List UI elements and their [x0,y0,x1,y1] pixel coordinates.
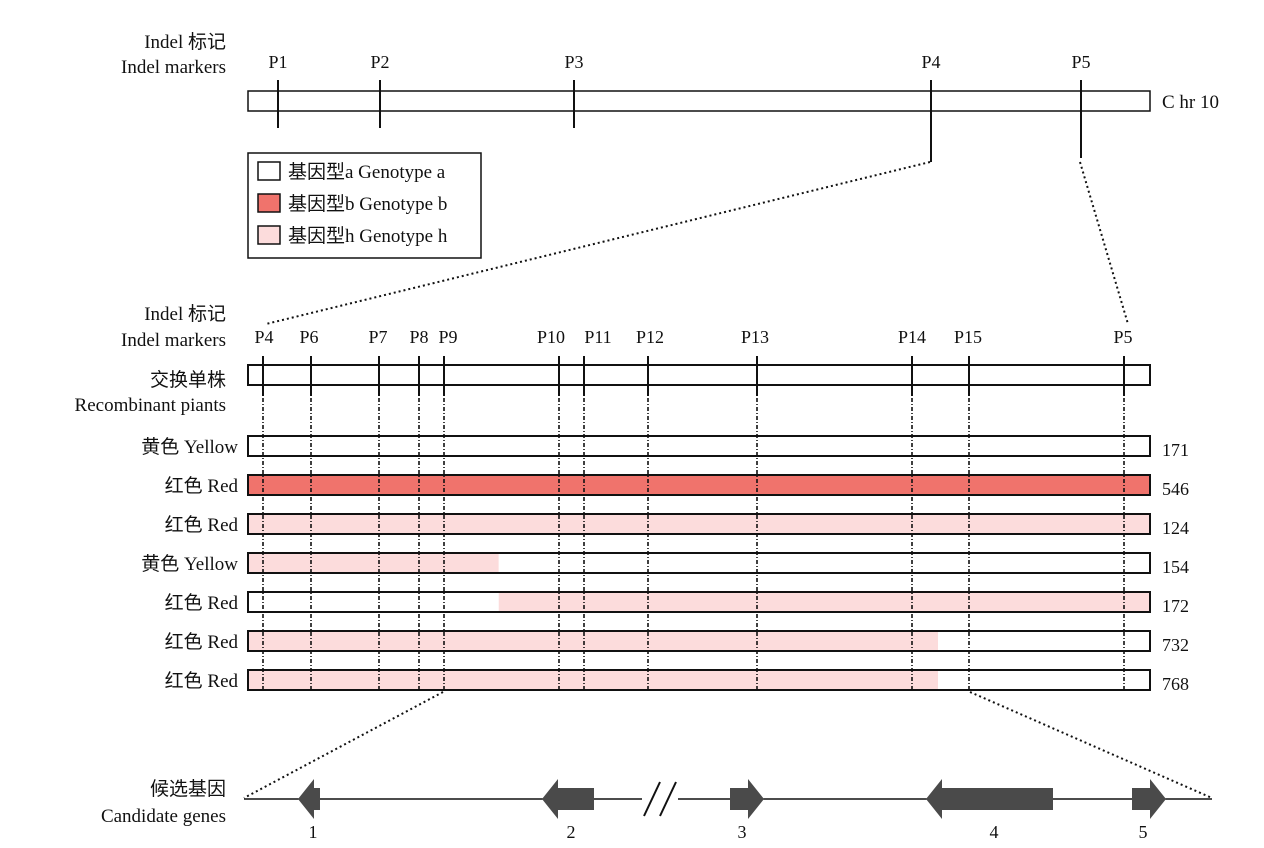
plant-id-label: 172 [1162,596,1189,616]
axis-break-mark-1 [643,781,661,817]
detail-marker-label-p15: P15 [954,327,982,347]
candidate-label-en: Candidate genes [101,806,226,827]
legend-label-a: 基因型a Genotype a [288,161,446,183]
top-marker-label-p2: P2 [370,52,389,72]
detail-marker-label-p10: P10 [537,327,565,347]
detail-marker-label-p9: P9 [438,327,457,347]
detail-indel-label-en: Indel markers [121,330,226,351]
top-marker-group: P1 P2 P3 P4 P5 [268,52,1091,162]
genotype-segment-a [498,553,1151,573]
candidate-gene-arrow-2 [542,779,594,819]
detail-marker-label-p12: P12 [636,327,664,347]
legend-swatch-b [257,193,281,213]
plant-bar-outline [247,669,1151,691]
candidate-gene-arrow-5 [1132,779,1166,819]
plant-row: 红色 Red 732 [165,630,1189,655]
zoom-line-left-bottom [243,691,444,799]
detail-marker-label-p8: P8 [409,327,428,347]
candidate-gene-number-2: 2 [567,822,576,842]
legend-swatch-h [257,225,281,245]
detail-marker-group: P4 P6 P7 P8 P9 P10 P11 P12 P13 P14 P15 P5 [254,327,1133,690]
plant-phenotype-label: 红色 Red [165,514,239,536]
zoom-line-right-top [1079,161,1129,325]
detail-indel-label-cn: Indel 标记 [144,303,226,325]
genotype-segment-h [248,670,939,690]
plant-id-label: 124 [1162,518,1189,538]
detail-marker-label-p14: P14 [898,327,926,347]
legend-swatch-a [257,161,281,181]
detail-region-bar [247,364,1151,386]
candidate-label-cn: 候选基因 [150,778,226,800]
legend-items: 基因型a Genotype a 基因型b Genotype b 基因型h Genot… [257,161,448,247]
genotype-segment-b [248,475,1150,495]
zoom-line-left-top [265,161,931,325]
top-marker-label-p5: P5 [1071,52,1090,72]
top-indel-label-cn: Indel 标记 [144,31,226,53]
detail-marker-label-p6: P6 [299,327,318,347]
plant-id-label: 154 [1162,557,1189,577]
top-indel-label-en: Indel markers [121,57,226,78]
plant-bar-outline [247,591,1151,613]
candidate-gene-number-4: 4 [990,822,999,842]
plant-id-label: 732 [1162,635,1189,655]
candidate-gene-arrow-1 [298,779,320,819]
legend-box [247,152,482,259]
plant-bar-outline [247,435,1151,457]
top-marker-label-p1: P1 [268,52,287,72]
top-marker-label-p4: P4 [921,52,940,72]
plant-id-label: 171 [1162,440,1189,460]
legend-label-b: 基因型b Genotype b [288,193,447,215]
plant-bar-outline [247,552,1151,574]
candidate-gene-arrow-3 [730,779,764,819]
plant-bar-outline [247,630,1151,652]
genotype-segment-h [498,592,1151,612]
plant-bar-outline [247,513,1151,535]
genotype-segment-a [248,592,499,612]
recombinant-label-cn: 交换单株 [150,369,226,391]
candidate-gene-number-1: 1 [309,822,318,842]
zoom-line-right-bottom [969,691,1213,799]
detail-marker-label-p13: P13 [741,327,769,347]
plant-phenotype-label: 红色 Red [165,631,239,653]
legend-label-h: 基因型h Genotype h [288,225,448,247]
candidate-gene-number-5: 5 [1139,822,1148,842]
plant-row: 黄色 Yellow 171 [141,435,1189,460]
genotype-segment-h [248,514,1150,534]
plant-row: 红色 Red 768 [165,669,1189,694]
plant-id-label: 546 [1162,479,1189,499]
genotype-segment-a [938,670,1150,690]
detail-marker-label-p11: P11 [584,327,611,347]
plant-row: 红色 Red 172 [165,591,1189,616]
detail-marker-label-p7: P7 [368,327,387,347]
chromosome-10-bar [247,90,1151,112]
plant-row: 红色 Red 546 [165,474,1189,499]
plant-id-label: 768 [1162,674,1189,694]
candidate-gene-group: 1 2 3 4 5 [298,779,1166,842]
plant-phenotype-label: 红色 Red [165,670,239,692]
detail-marker-label-p5: P5 [1113,327,1132,347]
candidate-gene-number-3: 3 [738,822,747,842]
candidate-gene-arrow-4 [926,779,1053,819]
plant-phenotype-label: 红色 Red [165,475,239,497]
genotype-segment-a [938,631,1150,651]
axis-break-mark-2 [659,781,677,817]
genotype-segment-h [248,553,499,573]
plant-phenotype-label: 黄色 Yellow [141,436,238,458]
recombinant-label-en: Recombinant piants [75,395,226,416]
plant-phenotype-label: 黄色 Yellow [141,553,238,575]
genotype-segment-a [248,436,1150,456]
plant-phenotype-label: 红色 Red [165,592,239,614]
detail-marker-label-p4: P4 [254,327,273,347]
plant-row: 红色 Red 124 [165,513,1189,538]
recombinant-plant-rows: 黄色 Yellow 171 红色 Red 546 红色 Red 124 黄色 Yellow 1… [141,435,1189,694]
plant-bar-outline [247,474,1151,496]
top-marker-label-p3: P3 [564,52,583,72]
plant-row: 黄色 Yellow 154 [141,552,1189,577]
genotype-segment-h [248,631,939,651]
chromosome-label: C hr 10 [1162,92,1219,113]
